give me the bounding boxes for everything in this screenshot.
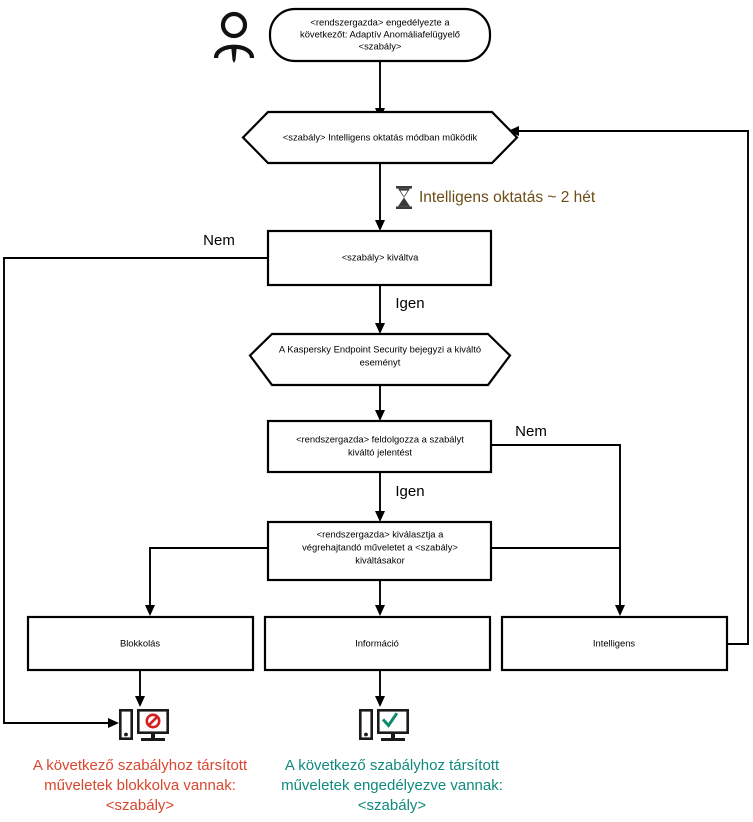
edge-label-triggered-no: Nem [203, 232, 235, 249]
node-action-smart [500, 615, 729, 672]
connectors [3, 60, 749, 728]
node-admin-select-line-3: kiváltásakor [355, 554, 405, 565]
node-action-block-label: Blokkolás [120, 637, 160, 648]
arrowhead-triggered-yes [375, 323, 385, 334]
arrowhead-report-no [615, 605, 625, 616]
node-action-info [263, 615, 492, 672]
node-start [268, 7, 492, 63]
node-admin-select-line-1: <rendszergazda> kiválasztja a [317, 528, 444, 539]
computer-allowed-icon [359, 709, 409, 741]
node-start-line-3: <szabály> [359, 40, 402, 51]
node-kes-logs-line-1: A Kaspersky Endpoint Security bejegyzi a… [279, 343, 481, 354]
node-admin-report-line-1: <rendszergazda> feldolgozza a szabályt [296, 433, 464, 444]
timer-label: Intelligens oktatás ~ 2 hét [419, 189, 596, 206]
edge-label-report-yes: Igen [395, 483, 424, 500]
node-rule-triggered-label: <szabály> kiváltva [342, 251, 419, 262]
arrowhead-kes-to-report [375, 410, 385, 421]
node-smart-training [241, 110, 519, 165]
edge-select-to-block [149, 547, 269, 609]
node-action-block [26, 615, 255, 672]
arrowhead-smart-loopback [508, 126, 519, 136]
node-admin-selects-action [266, 520, 493, 582]
person-icon [213, 11, 255, 63]
node-rule-triggered [266, 229, 493, 287]
node-admin-select-line-2: végrehajtandó műveletet a <szabály> [302, 541, 458, 552]
node-action-smart-label: Intelligens [593, 637, 636, 648]
computer-blocked-icon [119, 709, 169, 741]
caption-blocked-line-2: műveletek blokkolva vannak: [44, 777, 236, 794]
node-kes-logs-event [248, 332, 512, 387]
caption-allowed-line-1: A következő szabályhoz társított [285, 757, 500, 774]
edge-triggered-no [3, 257, 269, 724]
node-kes-logs-line-2: eseményt [360, 356, 401, 367]
edge-smart-loopback [516, 130, 749, 645]
caption-blocked-line-3: <szabály> [106, 797, 175, 814]
edge-report-no [490, 444, 621, 609]
edge-label-triggered-yes: Igen [395, 295, 424, 312]
caption-blocked-line-1: A következő szabályhoz társított [33, 757, 248, 774]
node-smart-training-label: <szabály> Intelligens oktatás módban műk… [283, 131, 478, 142]
arrowhead-block-to-endpoint [135, 696, 145, 707]
arrowhead-training-to-triggered [375, 220, 385, 231]
arrowhead-report-yes [375, 511, 385, 522]
arrowhead-select-to-block [145, 605, 155, 616]
node-start-line-1: <rendszergazda> engedélyezte a [310, 16, 450, 27]
arrowhead-select-to-info [375, 605, 385, 616]
caption-allowed-line-2: műveletek engedélyezve vannak: [281, 777, 503, 794]
node-start-line-2: következőt: Adaptív Anomáliafelügyelő [300, 28, 460, 39]
node-admin-report-line-2: kiváltó jelentést [348, 446, 412, 457]
arrowhead-triggered-no [108, 718, 119, 728]
arrowhead-info-to-endpoint [375, 696, 385, 707]
hourglass-icon [396, 186, 412, 209]
node-action-info-label: Információ [355, 637, 399, 648]
node-admin-processes-report [266, 419, 493, 474]
caption-allowed-line-3: <szabály> [358, 797, 427, 814]
edge-label-report-no: Nem [515, 423, 547, 440]
